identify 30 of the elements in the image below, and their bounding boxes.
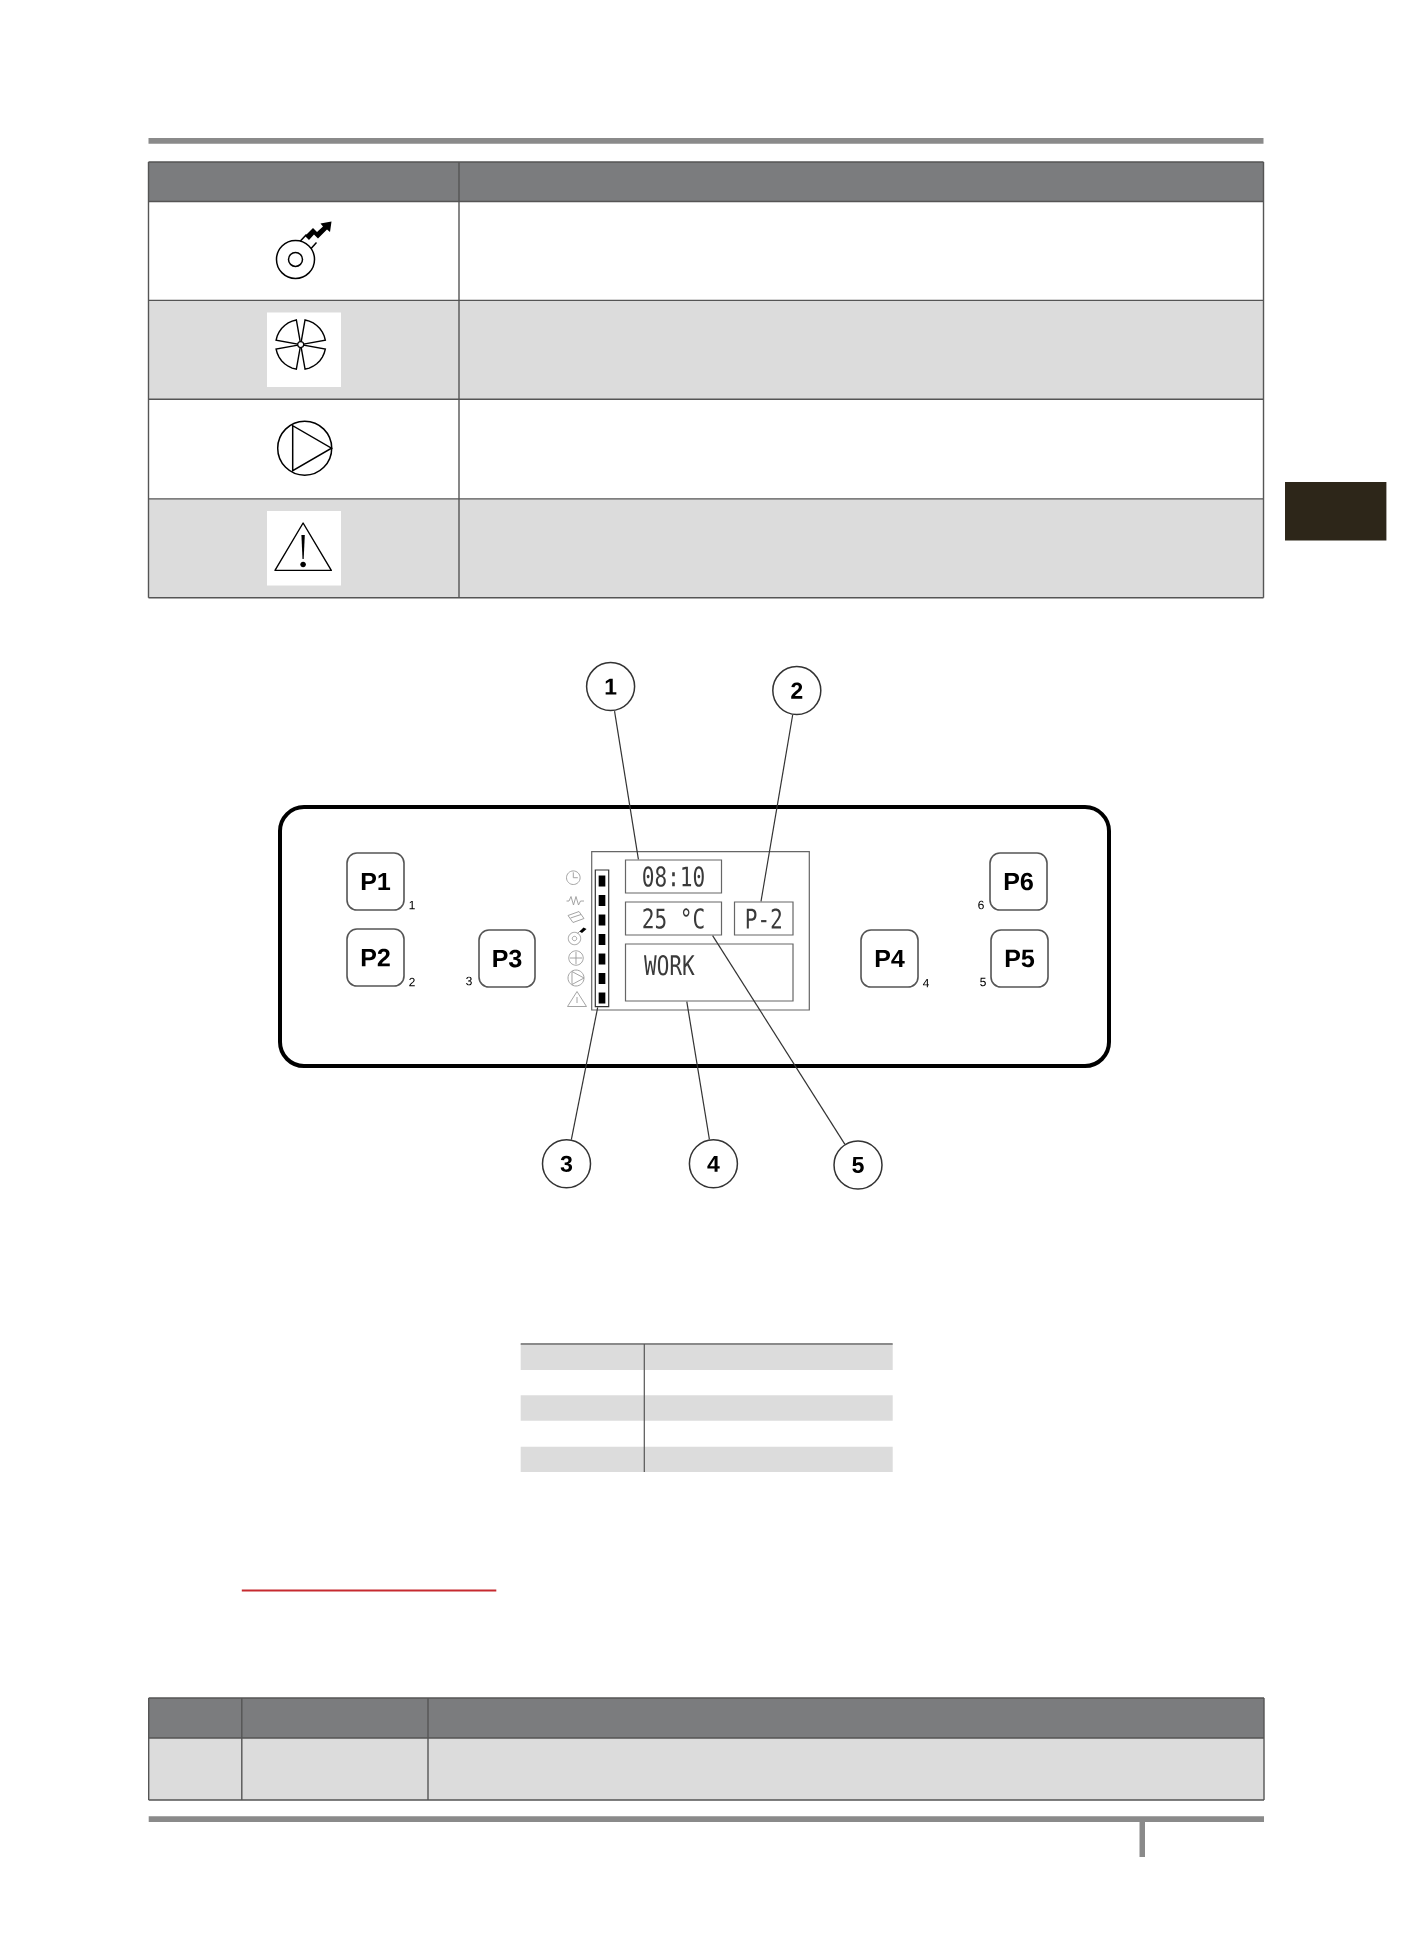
indicator-bar	[594, 869, 610, 1008]
button-number: 3	[466, 976, 472, 986]
button-number: 6	[978, 900, 984, 910]
leader-line	[686, 1001, 710, 1140]
display-screen	[591, 851, 810, 1011]
callout-number: 4	[688, 1139, 739, 1189]
temperature-display: 25 °C	[624, 901, 723, 936]
callout-number: 3	[541, 1139, 592, 1189]
push-button: P5	[990, 929, 1049, 988]
push-button: P3	[478, 929, 536, 988]
status-display: WORK	[624, 943, 794, 1002]
callout-number: 5	[833, 1140, 883, 1190]
push-button: P1	[346, 852, 405, 911]
button-number: 2	[409, 977, 415, 987]
callout-number: 2	[772, 665, 822, 716]
leader-line	[760, 714, 794, 902]
button-number: 4	[922, 978, 929, 988]
leader-line	[570, 1006, 599, 1141]
leader-line	[613, 710, 639, 860]
leader-line	[712, 935, 846, 1145]
button-number: 5	[980, 977, 986, 987]
push-button: P6	[989, 852, 1048, 911]
control-panel	[278, 805, 1111, 1068]
push-button: P4	[860, 929, 919, 988]
side-tab	[1285, 482, 1387, 541]
push-button: P2	[346, 928, 405, 987]
button-number: 1	[409, 900, 415, 910]
time-display: 08:10	[624, 859, 723, 894]
program-display: P-2	[733, 901, 794, 936]
callout-number: 1	[585, 661, 636, 712]
